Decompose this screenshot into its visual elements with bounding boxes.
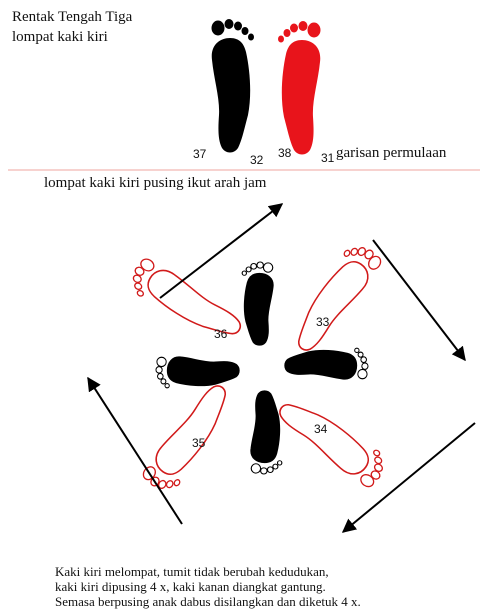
arrow-right	[373, 240, 465, 360]
left-toe-number: 32	[250, 153, 263, 167]
step-label-35: 35	[192, 436, 205, 450]
right-heel-number: 38	[278, 146, 291, 160]
description-line-3: Semasa berpusing anak dabus disilangkan …	[55, 594, 361, 609]
right-toe-number: 31	[321, 151, 334, 165]
rotation-heading: lompat kaki kiri pusing ikut arah jam	[44, 175, 266, 192]
step-label-36: 36	[214, 327, 227, 341]
step-label-33: 33	[316, 315, 329, 329]
description-line-2: kaki kiri dipusing 4 x, kaki kanan diang…	[55, 579, 361, 594]
description-block: Kaki kiri melompat, tumit tidak berubah …	[55, 564, 361, 609]
description-line-1: Kaki kiri melompat, tumit tidak berubah …	[55, 564, 361, 579]
left-heel-number: 37	[193, 147, 206, 161]
left-foot-black	[212, 19, 255, 153]
step-label-34: 34	[314, 422, 327, 436]
baseline-label: garisan permulaan	[336, 145, 446, 162]
right-foot-red	[278, 21, 321, 155]
